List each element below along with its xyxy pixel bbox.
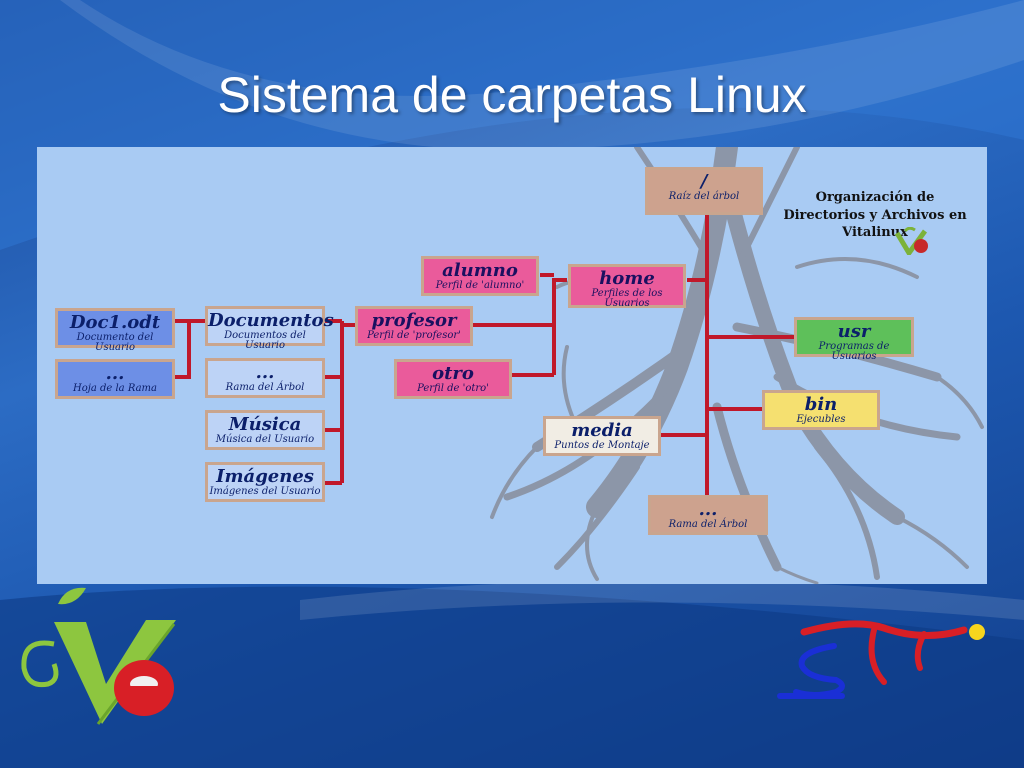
- node-imagenes: Imágenes Imágenes del Usuario: [205, 462, 325, 502]
- node-home-name: home: [599, 268, 655, 289]
- node-rama-arbol-1: ... Rama del Árbol: [205, 358, 325, 398]
- connector-lines: [175, 213, 795, 513]
- node-documentos: Documentos Documentos del Usuario: [205, 306, 334, 351]
- node-bin-sub: Ejecubles: [796, 413, 846, 425]
- connector-home-users: [552, 278, 567, 375]
- node-media: media Puntos de Montaje: [543, 416, 661, 456]
- node-media-sub: Puntos de Montaje: [554, 439, 650, 451]
- node-rama-arbol-2: ... Rama del Árbol: [648, 495, 768, 535]
- node-doc1: Doc1.odt Documento del Usuario: [55, 308, 175, 353]
- node-root-name: /: [700, 171, 708, 192]
- node-media-name: media: [571, 420, 633, 441]
- diagram-heading-line-1: Organización de: [815, 190, 935, 205]
- diagram-panel: Organización de Directorios y Archivos e…: [37, 147, 987, 584]
- diagram-heading-line-3: Vitalinux: [842, 225, 908, 241]
- diagram-heading: Organización de Directorios y Archivos e…: [770, 189, 980, 242]
- node-usr: usr Programas de Usuarios: [794, 317, 914, 362]
- node-imagenes-sub: Imágenes del Usuario: [209, 485, 321, 497]
- slide-title: Sistema de carpetas Linux: [217, 67, 807, 123]
- node-home-sub: Perfiles de los Usuarios: [591, 287, 663, 310]
- node-otro-sub: Perfil de 'otro': [417, 382, 489, 394]
- node-doc1-sub: Documento del Usuario: [76, 331, 154, 354]
- node-alumno-name: alumno: [442, 260, 518, 281]
- node-alumno-sub: Perfil de 'alumno': [435, 279, 525, 291]
- diagram-heading-line-2: Directorios y Archivos en: [783, 207, 967, 223]
- vitalinux-logo-icon: [21, 587, 176, 725]
- node-usr-name: usr: [837, 321, 871, 342]
- node-bin: bin Ejecubles: [762, 390, 880, 430]
- node-musica-name: Música: [228, 414, 302, 435]
- node-rama-arbol-1-sub: Rama del Árbol: [225, 381, 305, 393]
- node-profesor-sub: Perfil de 'profesor': [367, 329, 461, 341]
- node-bin-name: bin: [804, 394, 838, 415]
- node-otro: otro Perfil de 'otro': [394, 359, 512, 399]
- node-root: / Raíz del árbol: [645, 167, 763, 215]
- vitalinux-small-logo-icon: [895, 227, 928, 255]
- node-imagenes-name: Imágenes: [216, 466, 314, 487]
- node-home: home Perfiles de los Usuarios: [568, 264, 686, 310]
- node-profesor: profesor Perfil de 'profesor': [355, 306, 473, 346]
- node-hoja-rama-sub: Hoja de la Rama: [73, 382, 157, 394]
- node-doc1-name: Doc1.odt: [69, 312, 161, 333]
- node-hoja-rama: ... Hoja de la Rama: [55, 359, 175, 399]
- connector-hoja: [175, 321, 191, 379]
- node-root-sub: Raíz del árbol: [668, 190, 740, 202]
- node-musica: Música Música del Usuario: [205, 410, 325, 450]
- node-rama-arbol-2-sub: Rama del Árbol: [668, 518, 748, 530]
- node-alumno: alumno Perfil de 'alumno': [421, 256, 539, 296]
- node-rama-arbol-2-name: ...: [698, 499, 718, 520]
- node-rama-arbol-1-name: ...: [255, 362, 275, 383]
- node-profesor-name: profesor: [371, 310, 457, 331]
- node-documentos-name: Documentos: [208, 310, 334, 331]
- node-otro-name: otro: [432, 363, 474, 384]
- node-usr-sub: Programas de Usuarios: [818, 340, 890, 363]
- node-musica-sub: Música del Usuario: [215, 433, 315, 445]
- sti-logo-icon: [777, 620, 985, 699]
- node-hoja-rama-name: ...: [105, 363, 125, 384]
- node-documentos-sub: Documentos del Usuario: [224, 329, 306, 352]
